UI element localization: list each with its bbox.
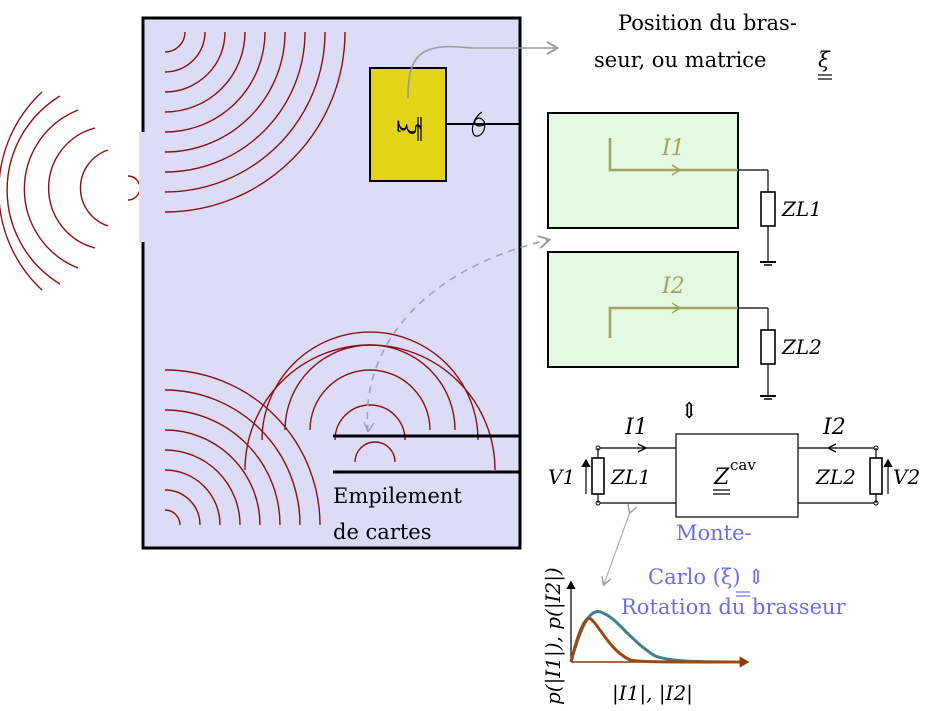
pdf-curve-1 — [569, 610, 741, 664]
board-2-load-resistor — [760, 329, 776, 365]
i2-arrow — [826, 443, 837, 453]
pcb-stack-label-2: de cartes — [333, 520, 432, 544]
pcb-to-boards-link — [366, 240, 548, 433]
board-2-trace-arrow — [671, 302, 682, 314]
cavity-impedance-symbol: Z — [713, 465, 730, 490]
circuit-v2: V2 — [893, 465, 920, 489]
pdf-ylabel: p(|I1|), p(|I2|) — [541, 567, 566, 705]
cavity-aperture — [139, 132, 147, 242]
monte-carlo-line3: Rotation du brasseur — [621, 595, 847, 619]
reverberation-cavity — [141, 16, 522, 550]
cavity-impedance-box — [675, 433, 799, 518]
pcb-stack-label-1: Empilement — [333, 484, 462, 508]
pdf-plot — [566, 580, 750, 668]
cavity-impedance-sup: cav — [730, 456, 756, 474]
stirrer-note-symbol: ξ — [818, 48, 831, 72]
stirrer-note-line2: seur, ou matrice — [594, 48, 766, 72]
board-1-current: I1 — [661, 136, 685, 161]
corner-waves — [164, 31, 346, 213]
monte-carlo-line1: Monte- — [676, 521, 752, 545]
board-1-load-resistor — [760, 191, 776, 227]
bottom-waves — [164, 331, 496, 526]
board-1-trace — [608, 138, 738, 172]
circuit-zl2-resistor — [869, 457, 883, 495]
stirrer-note-line1: Position du bras- — [618, 11, 797, 35]
circuit-zl1-resistor — [591, 457, 605, 495]
circuit-to-plot-link — [604, 512, 630, 584]
board-1-load: ZL1 — [781, 197, 822, 221]
circuit-zl1: ZL1 — [610, 465, 651, 489]
circuit-i1: I1 — [624, 415, 648, 440]
pdf-curve-2 — [569, 617, 741, 664]
incident-waves — [0, 91, 141, 291]
board-2-load: ZL2 — [781, 335, 822, 359]
monte-carlo-line2: Carlo (ξ) ⇕ — [648, 565, 765, 589]
equivalent-circuit — [581, 433, 893, 518]
circuit-zl2: ZL2 — [815, 465, 856, 489]
board-2-trace — [608, 306, 738, 338]
board-2 — [547, 251, 739, 368]
i1-arrow — [637, 443, 648, 453]
rotation-icon — [471, 111, 487, 137]
pcb-link-arrowhead — [363, 421, 375, 433]
pdf-xlabel: |I1|, |I2| — [612, 681, 693, 706]
equivalence-arrow: ⇕ — [680, 399, 698, 424]
board-2-current: I2 — [661, 274, 685, 299]
board-1-trace-arrow — [671, 164, 682, 176]
circuit-i2: I2 — [822, 415, 846, 440]
stirrer-note-arrow — [407, 47, 556, 99]
circuit-v1: V1 — [548, 465, 575, 489]
stirrer-symbol: ξ — [394, 120, 422, 135]
